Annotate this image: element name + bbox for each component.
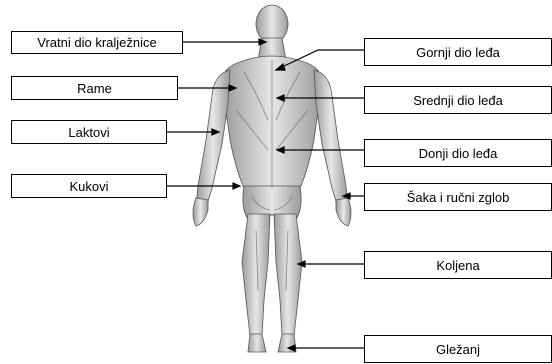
label-shoulders: Rame: [11, 76, 178, 100]
label-ankle: Gležanj: [364, 335, 552, 363]
label-wrist: Šaka i ručni zglob: [364, 183, 552, 211]
label-middle-back: Srednji dio leđa: [364, 86, 552, 114]
label-neck: Vratni dio kralježnice: [11, 31, 183, 54]
label-hips: Kukovi: [11, 174, 167, 198]
label-upper-back: Gornji dio leđa: [364, 38, 552, 66]
label-elbows: Laktovi: [11, 120, 167, 144]
label-lower-back: Donji dio leđa: [364, 139, 552, 167]
label-knees: Koljena: [364, 251, 552, 279]
